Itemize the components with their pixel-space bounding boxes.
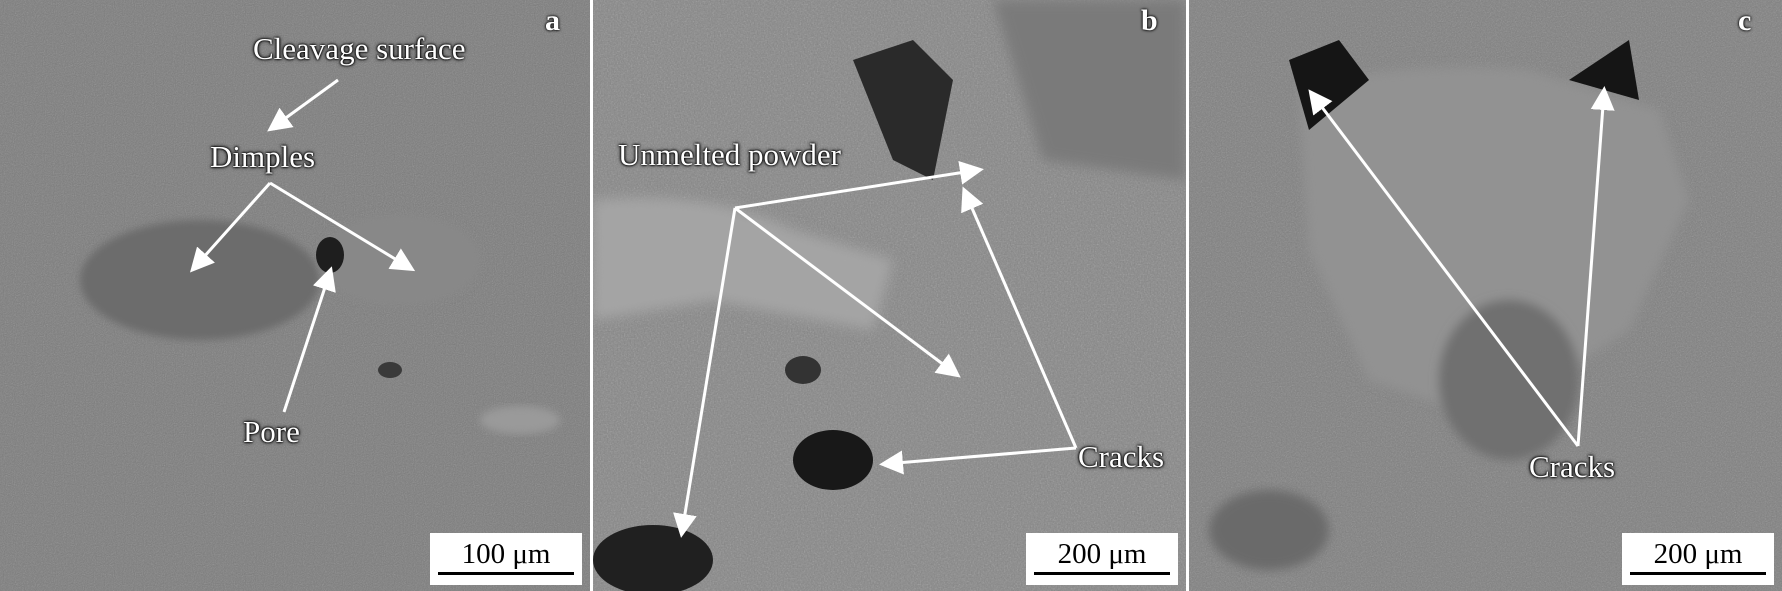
panel-b-scale-text: 200 μm — [1057, 538, 1147, 570]
panel-a-scale-line — [438, 572, 574, 575]
panel-c-scale-bar: 200 μm — [1622, 533, 1774, 585]
panel-a-scale-bar: 100 μm — [430, 533, 582, 585]
panel-a-scale-text: 100 μm — [461, 538, 551, 570]
panel-a-letter: a — [545, 4, 560, 37]
panel-a: a Cleavage surface Dimples Pore 100 μm — [0, 0, 590, 591]
panel-b-micrograph — [593, 0, 1186, 591]
panel-b: b Unmelted powder Cracks 200 μm — [593, 0, 1186, 591]
panel-c: c Cracks 200 μm — [1189, 0, 1782, 591]
separator-2 — [1186, 0, 1189, 591]
panel-c-letter: c — [1738, 4, 1752, 37]
cracks-label-b: Cracks — [1078, 439, 1165, 474]
unmelted-powder-label: Unmelted powder — [618, 137, 841, 172]
panel-c-micrograph — [1189, 0, 1782, 591]
dimples-label: Dimples — [210, 139, 316, 174]
pore-label: Pore — [243, 414, 300, 449]
panel-b-scale-line — [1034, 572, 1170, 575]
panel-a-micrograph — [0, 0, 590, 591]
panel-b-scale-bar: 200 μm — [1026, 533, 1178, 585]
panel-b-letter: b — [1141, 4, 1158, 37]
panel-c-scale-text: 200 μm — [1653, 538, 1743, 570]
cleavage-surface-label: Cleavage surface — [253, 31, 466, 66]
cracks-label-c: Cracks — [1529, 449, 1616, 484]
separator-1 — [590, 0, 593, 591]
panel-c-scale-line — [1630, 572, 1766, 575]
